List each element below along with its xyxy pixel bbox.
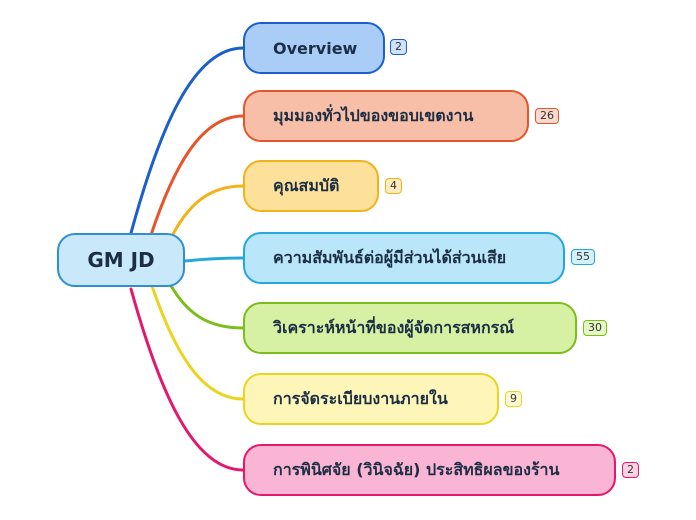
- topic-count-badge: 55: [571, 249, 595, 265]
- connector-line: [148, 114, 245, 240]
- topic-label: ความสัมพันธ์ต่อผู้มีส่วนได้ส่วนเสีย: [273, 247, 507, 267]
- topic-label: การจัดระเบียบงานภายใน: [273, 388, 448, 408]
- topic-label: Overview: [273, 38, 358, 58]
- topic-label: การพินิศจัย (วินิจฉัย) ประสิทธิผลของร้าน: [273, 459, 560, 479]
- connector-line: [150, 284, 245, 401]
- topic-label: วิเคราะห์หน้าที่ของผู้จัดการสหกรณ์: [273, 317, 515, 337]
- root-topic[interactable]: GM JD: [57, 233, 185, 287]
- topic-count-badge: 9: [505, 391, 522, 407]
- connector-line: [183, 256, 245, 263]
- connector-line: [129, 287, 245, 472]
- topic-qualifications[interactable]: คุณสมบัติ: [243, 160, 379, 212]
- connector-line: [168, 184, 245, 242]
- topic-internal-organization[interactable]: การจัดระเบียบงานภายใน: [243, 373, 499, 425]
- topic-label: มุมมองทั่วไปของขอบเขตงาน: [273, 105, 474, 125]
- topic-count-badge: 2: [622, 462, 639, 478]
- connector-line: [168, 282, 245, 330]
- topic-label: คุณสมบัติ: [273, 175, 340, 195]
- topic-manager-duties[interactable]: วิเคราะห์หน้าที่ของผู้จัดการสหกรณ์: [243, 302, 577, 354]
- topic-scope-overview[interactable]: มุมมองทั่วไปของขอบเขตงาน: [243, 90, 529, 142]
- topic-count-badge: 4: [385, 178, 402, 194]
- topic-store-effectiveness[interactable]: การพินิศจัย (วินิจฉัย) ประสิทธิผลของร้าน: [243, 444, 616, 496]
- root-topic-label: GM JD: [87, 248, 155, 272]
- topic-overview[interactable]: Overview: [243, 22, 385, 74]
- topic-stakeholder-relations[interactable]: ความสัมพันธ์ต่อผู้มีส่วนได้ส่วนเสีย: [243, 232, 565, 284]
- connector-line: [129, 46, 245, 235]
- topic-count-badge: 30: [583, 320, 607, 336]
- topic-count-badge: 2: [390, 39, 407, 55]
- topic-count-badge: 26: [535, 108, 559, 124]
